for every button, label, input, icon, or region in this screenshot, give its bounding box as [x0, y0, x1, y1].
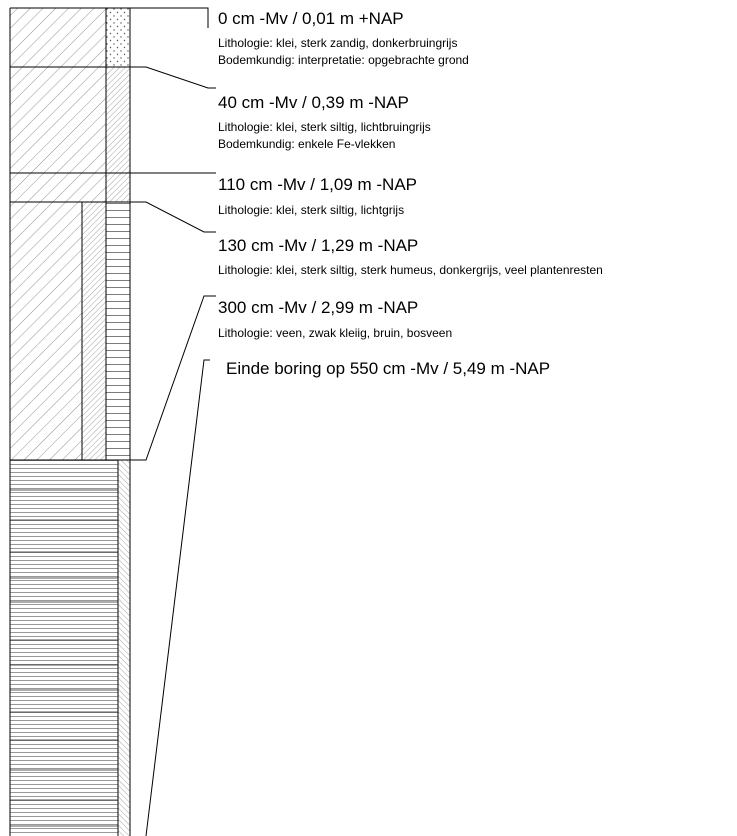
layer-5-lithology: Lithologie: veen, zwak kleiig, bruin, bo…: [218, 326, 453, 340]
layer-5-header: 300 cm -Mv / 2,99 m -NAP: [218, 298, 419, 317]
layer-5-symbol: [10, 460, 130, 836]
layer-2-soil: Bodemkundig: enkele Fe-vlekken: [218, 137, 396, 151]
end-of-boring: Einde boring op 550 cm -Mv / 5,49 m -NAP: [226, 359, 551, 378]
leader-layer-4: [130, 201, 216, 233]
leader-end: [145, 359, 210, 836]
layer-4-lithology: Lithologie: klei, sterk siltig, sterk hu…: [218, 263, 603, 277]
leader-layer-1: [130, 7, 209, 28]
column-borders: [9, 7, 131, 836]
layer-4-header: 130 cm -Mv / 1,29 m -NAP: [218, 236, 419, 255]
leader-layer-5: [130, 295, 216, 461]
layer-3-symbol: [10, 173, 130, 202]
layer-3-lithology: Lithologie: klei, sterk siltig, lichtgri…: [218, 203, 405, 217]
leader-layer-2: [130, 66, 216, 89]
layer-2-header: 40 cm -Mv / 0,39 m -NAP: [218, 93, 409, 112]
layer-2-lithology: Lithologie: klei, sterk siltig, lichtbru…: [218, 120, 431, 134]
layer-2-symbol: [10, 67, 130, 173]
layer-1-header: 0 cm -Mv / 0,01 m +NAP: [218, 9, 404, 28]
layer-4-symbol: [10, 202, 130, 460]
layer-3-header: 110 cm -Mv / 1,09 m -NAP: [218, 175, 418, 194]
layer-1-lithology: Lithologie: klei, sterk zandig, donkerbr…: [218, 36, 458, 50]
layer-1-soil: Bodemkundig: interpretatie: opgebrachte …: [218, 53, 469, 67]
leader-lines: [130, 7, 216, 836]
layer-1-symbol: [10, 8, 130, 67]
